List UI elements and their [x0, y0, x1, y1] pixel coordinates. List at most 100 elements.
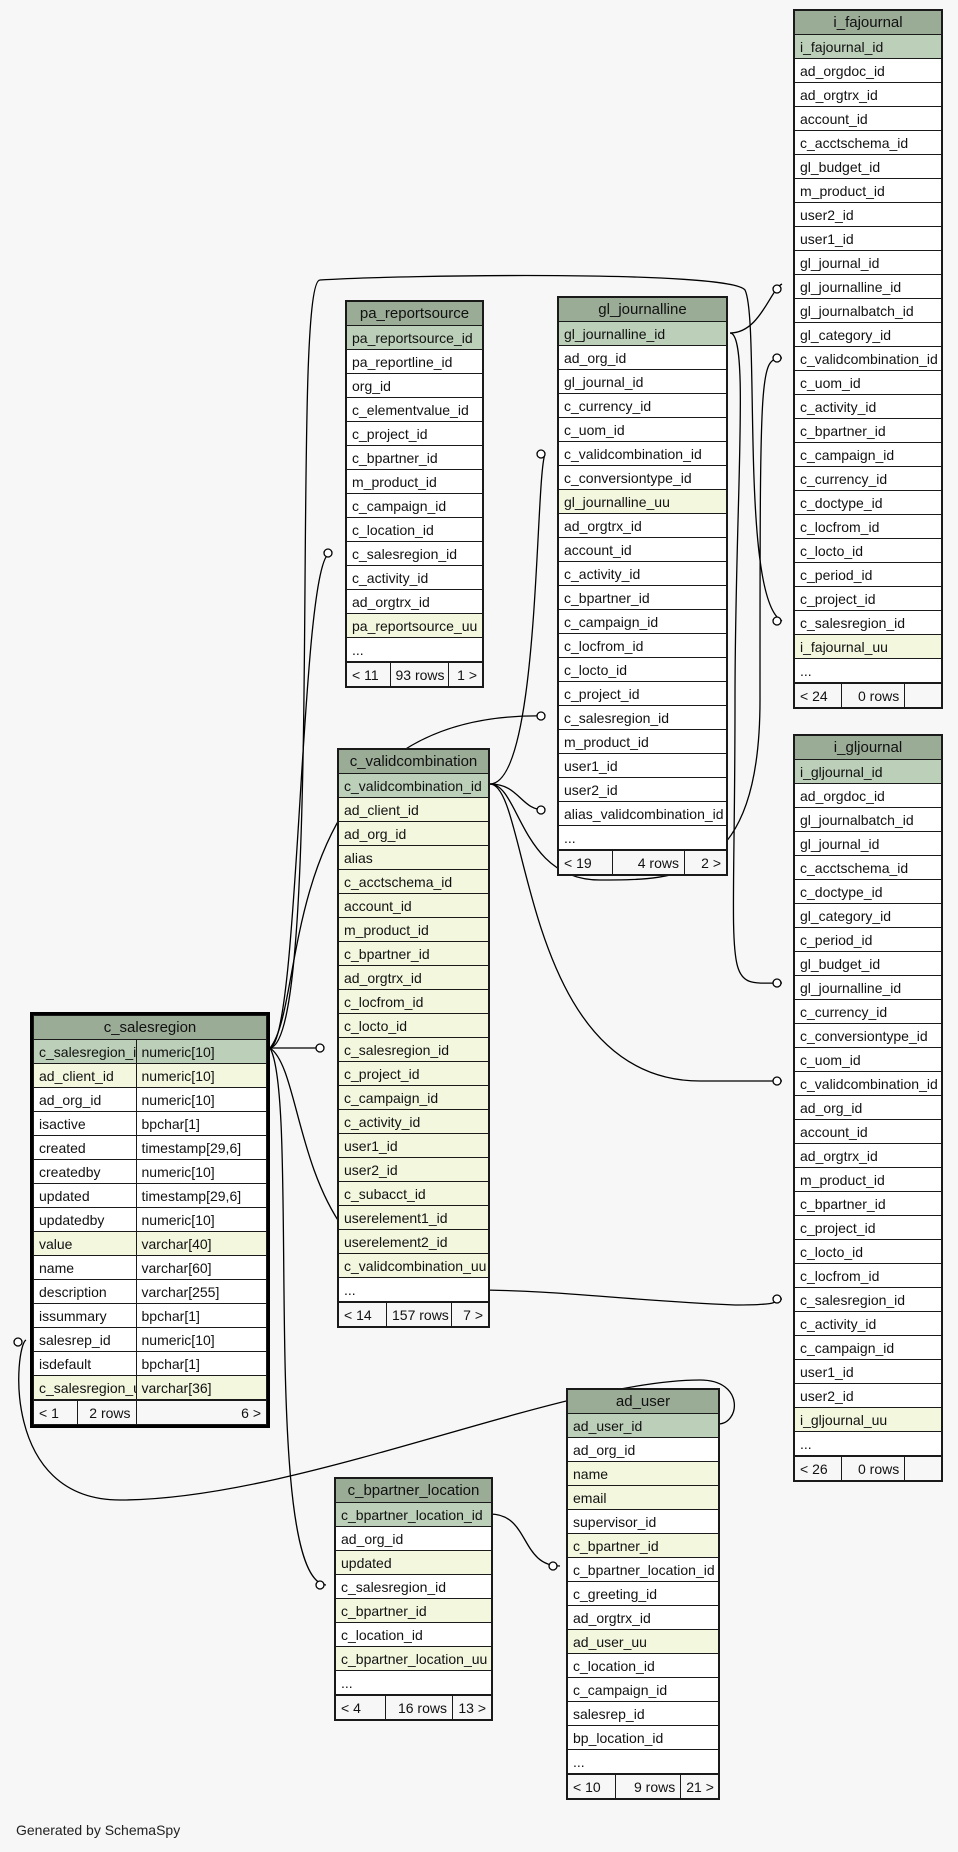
column-row[interactable]: c_locto_id	[338, 1013, 489, 1038]
column-row[interactable]: c_period_id	[794, 927, 942, 952]
column-row[interactable]: c_location_id	[335, 1622, 492, 1647]
column-row[interactable]: c_project_id	[558, 681, 727, 706]
column-row[interactable]: c_bpartner_id	[794, 418, 942, 443]
column-row[interactable]: updated	[335, 1550, 492, 1575]
column-row[interactable]: ad_user_id	[567, 1413, 719, 1438]
column-row[interactable]: gl_category_id	[794, 903, 942, 928]
column-row[interactable]: m_product_id	[794, 178, 942, 203]
column-row[interactable]: ad_user_uu	[567, 1629, 719, 1654]
column-row[interactable]: c_bpartner_location_id	[335, 1502, 492, 1527]
column-row[interactable]: c_conversiontype_id	[794, 1023, 942, 1048]
column-row[interactable]: c_project_id	[346, 421, 483, 446]
column-row[interactable]: gl_budget_id	[794, 154, 942, 179]
column-row[interactable]: c_locfrom_id	[558, 633, 727, 658]
column-row[interactable]: gl_budget_id	[794, 951, 942, 976]
column-row[interactable]: org_id	[346, 373, 483, 398]
column-row[interactable]: user2_id	[558, 777, 727, 802]
column-row[interactable]: c_location_id	[346, 517, 483, 542]
column-row[interactable]: c_salesregion_id	[346, 541, 483, 566]
column-row[interactable]: c_currency_id	[794, 466, 942, 491]
column-row[interactable]: c_campaign_id	[346, 493, 483, 518]
column-row[interactable]: i_fajournal_uu	[794, 634, 942, 659]
column-row[interactable]: c_activity_id	[338, 1109, 489, 1134]
column-row[interactable]: c_doctype_id	[794, 490, 942, 515]
column-row[interactable]: c_salesregion_id	[794, 610, 942, 635]
column-row[interactable]: c_period_id	[794, 562, 942, 587]
column-row[interactable]: c_activity_id	[794, 1311, 942, 1336]
column-row[interactable]: c_locfrom_id	[338, 989, 489, 1014]
column-row[interactable]: gl_journal_id	[794, 831, 942, 856]
column-row[interactable]: pa_reportline_id	[346, 349, 483, 374]
column-row[interactable]: c_doctype_id	[794, 879, 942, 904]
column-row[interactable]: c_campaign_id	[558, 609, 727, 634]
column-row[interactable]: user2_id	[794, 202, 942, 227]
column-row[interactable]: ad_orgtrx_id	[558, 513, 727, 538]
column-row[interactable]: c_currency_id	[558, 393, 727, 418]
column-row[interactable]: ad_orgtrx_id	[567, 1605, 719, 1630]
column-row[interactable]: c_salesregion_id	[558, 705, 727, 730]
column-row[interactable]: c_campaign_id	[338, 1085, 489, 1110]
column-row[interactable]: m_product_id	[558, 729, 727, 754]
column-row[interactable]: name	[567, 1461, 719, 1486]
column-row[interactable]: supervisor_id	[567, 1509, 719, 1534]
column-row[interactable]: gl_journalline_id	[558, 321, 727, 346]
column-row[interactable]: email	[567, 1485, 719, 1510]
column-row[interactable]: ad_org_id	[567, 1437, 719, 1462]
column-row[interactable]: c_activity_id	[346, 565, 483, 590]
column-row[interactable]: c_project_id	[338, 1061, 489, 1086]
column-row[interactable]: c_elementvalue_id	[346, 397, 483, 422]
column-row[interactable]: c_greeting_id	[567, 1581, 719, 1606]
column-row[interactable]: i_gljournal_uu	[794, 1407, 942, 1432]
column-row[interactable]: account_id	[794, 106, 942, 131]
column-row[interactable]: c_activity_id	[558, 561, 727, 586]
column-row[interactable]: c_locto_id	[558, 657, 727, 682]
column-row[interactable]: ad_orgtrx_id	[794, 82, 942, 107]
column-row[interactable]: ...	[558, 825, 727, 850]
column-row[interactable]: c_campaign_id	[794, 1335, 942, 1360]
column-row[interactable]: c_bpartner_location_id	[567, 1557, 719, 1582]
column-row[interactable]: gl_category_id	[794, 322, 942, 347]
column-row[interactable]: c_uom_id	[558, 417, 727, 442]
column-row[interactable]: salesrep_id	[567, 1701, 719, 1726]
column-row[interactable]: c_project_id	[794, 1215, 942, 1240]
column-row[interactable]: ad_client_id	[338, 797, 489, 822]
column-row[interactable]: gl_journalbatch_id	[794, 298, 942, 323]
column-row[interactable]: c_activity_id	[794, 394, 942, 419]
column-row[interactable]: m_product_id	[338, 917, 489, 942]
column-row[interactable]: c_acctschema_id	[794, 855, 942, 880]
column-row[interactable]: c_validcombination_id	[558, 441, 727, 466]
column-row[interactable]: user1_id	[794, 1359, 942, 1384]
column-row[interactable]: ad_org_id	[558, 345, 727, 370]
column-row[interactable]: c_campaign_id	[567, 1677, 719, 1702]
column-row[interactable]: c_currency_id	[794, 999, 942, 1024]
column-row[interactable]: gl_journalline_uu	[558, 489, 727, 514]
column-row[interactable]: ad_org_id	[338, 821, 489, 846]
column-row[interactable]: ...	[794, 658, 942, 683]
column-row[interactable]: c_uom_id	[794, 1047, 942, 1072]
column-row[interactable]: gl_journal_id	[558, 369, 727, 394]
column-row[interactable]: userelement2_id	[338, 1229, 489, 1254]
column-row[interactable]: c_validcombination_uu	[338, 1253, 489, 1278]
column-row[interactable]: gl_journalline_id	[794, 975, 942, 1000]
column-row[interactable]: ad_orgdoc_id	[794, 783, 942, 808]
column-row[interactable]: ad_orgtrx_id	[794, 1143, 942, 1168]
column-row[interactable]: c_project_id	[794, 586, 942, 611]
column-row[interactable]: account_id	[338, 893, 489, 918]
column-row[interactable]: m_product_id	[794, 1167, 942, 1192]
column-row[interactable]: c_bpartner_id	[567, 1533, 719, 1558]
column-row[interactable]: c_locfrom_id	[794, 514, 942, 539]
column-row[interactable]: user2_id	[338, 1157, 489, 1182]
